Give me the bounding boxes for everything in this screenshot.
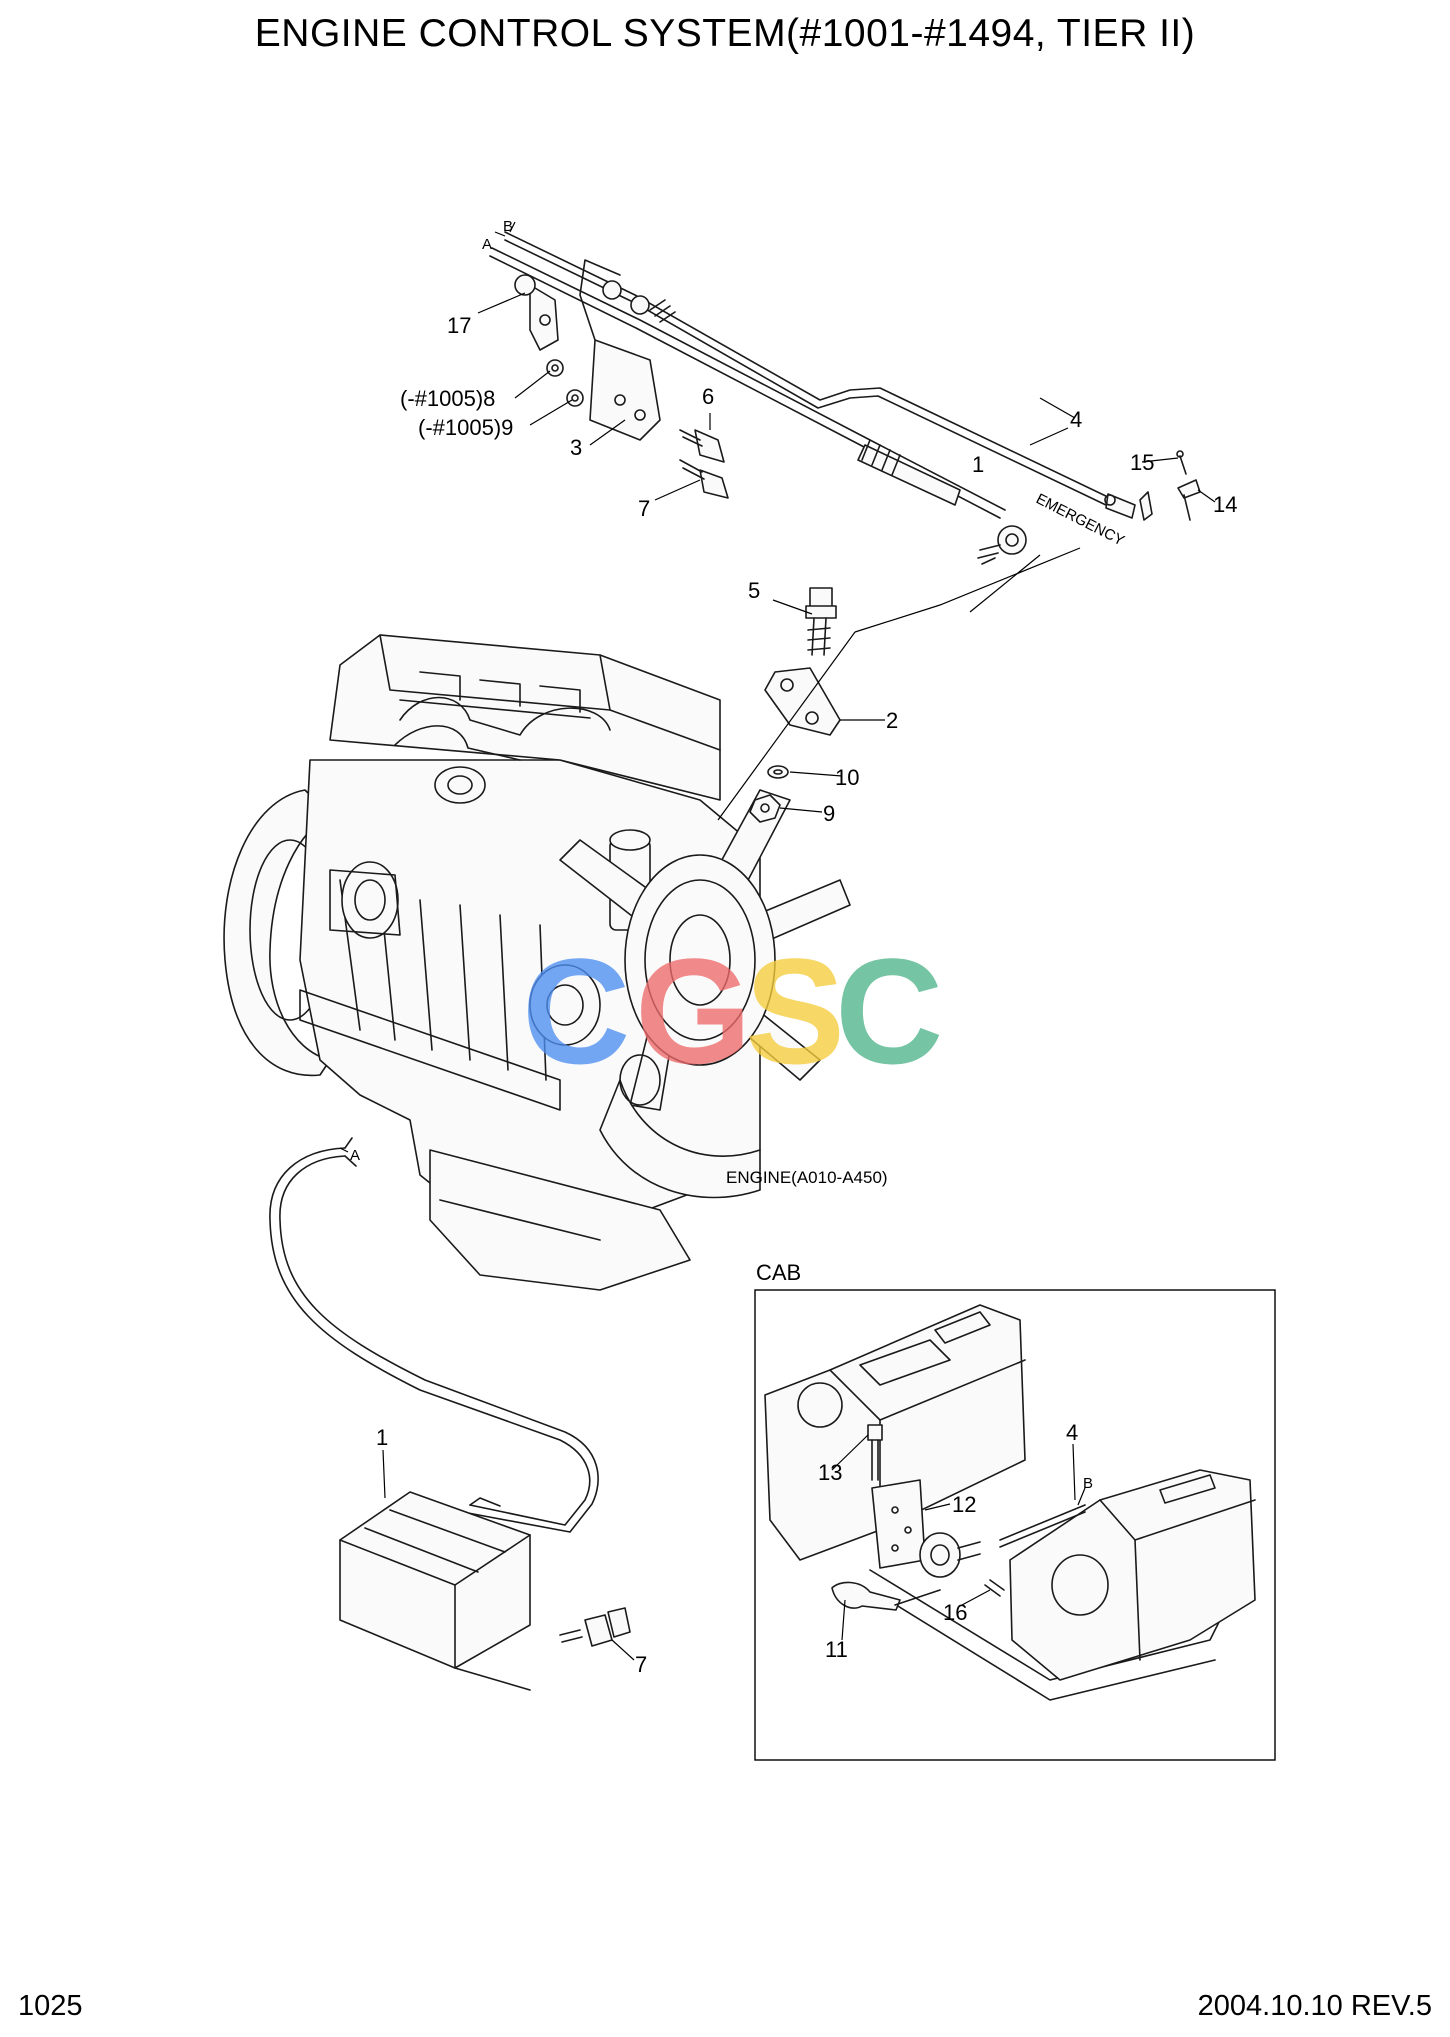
lower-cable-assembly <box>269 1137 631 1691</box>
callout-1-bottom: 1 <box>376 1425 388 1450</box>
cable-tag-b-top: B <box>503 218 513 235</box>
top-cable-assembly <box>489 231 1201 823</box>
callout-11: 11 <box>825 1637 848 1662</box>
callout-1-top: 1 <box>972 452 984 477</box>
callout-labels: 17 (-#1005)8 (-#1005)9 3 6 7 1 4 15 14 5… <box>350 218 1237 1677</box>
engine-illustration <box>223 634 851 1291</box>
cab-label: CAB <box>756 1260 801 1285</box>
watermark-logo: C G S C <box>522 927 943 1095</box>
callout-13: 13 <box>818 1460 842 1485</box>
cable-tag-a-lower: A <box>350 1147 360 1164</box>
callout-4-top: 4 <box>1070 407 1082 432</box>
page-number: 1025 <box>18 1990 83 2022</box>
watermark-letter: S <box>745 927 845 1095</box>
callout-15: 15 <box>1130 450 1154 475</box>
revision-date: 2004.10.10 REV.5 <box>1197 1990 1432 2022</box>
callout-17: 17 <box>447 313 471 338</box>
cable-tag-b-cab: B <box>1083 1475 1093 1492</box>
callout-9-engine: 9 <box>823 801 835 826</box>
callout-2: 2 <box>886 708 898 733</box>
engine-model-label: ENGINE(A010-A450) <box>726 1168 888 1187</box>
callout-14: 14 <box>1213 492 1237 517</box>
callout-12: 12 <box>952 1492 976 1517</box>
callout-8: (-#1005)8 <box>400 386 495 411</box>
callout-4-cab: 4 <box>1066 1420 1078 1445</box>
watermark-letter: C <box>835 927 943 1095</box>
page-title: ENGINE CONTROL SYSTEM(#1001-#1494, TIER … <box>254 12 1196 55</box>
callout-10: 10 <box>835 765 859 790</box>
callout-7-bottom: 7 <box>635 1652 647 1677</box>
callout-3: 3 <box>570 435 582 460</box>
callout-6: 6 <box>702 384 714 409</box>
callout-16: 16 <box>943 1600 967 1625</box>
cable-tag-a-top: A <box>482 236 492 253</box>
watermark-letter: C <box>522 927 630 1095</box>
callout-9-top: (-#1005)9 <box>418 415 513 440</box>
callout-7-top: 7 <box>638 496 650 521</box>
watermark-letter: G <box>635 927 752 1095</box>
callout-5: 5 <box>748 578 760 603</box>
cab-inset <box>754 1289 1276 1761</box>
callout-leaders <box>339 221 1216 1661</box>
